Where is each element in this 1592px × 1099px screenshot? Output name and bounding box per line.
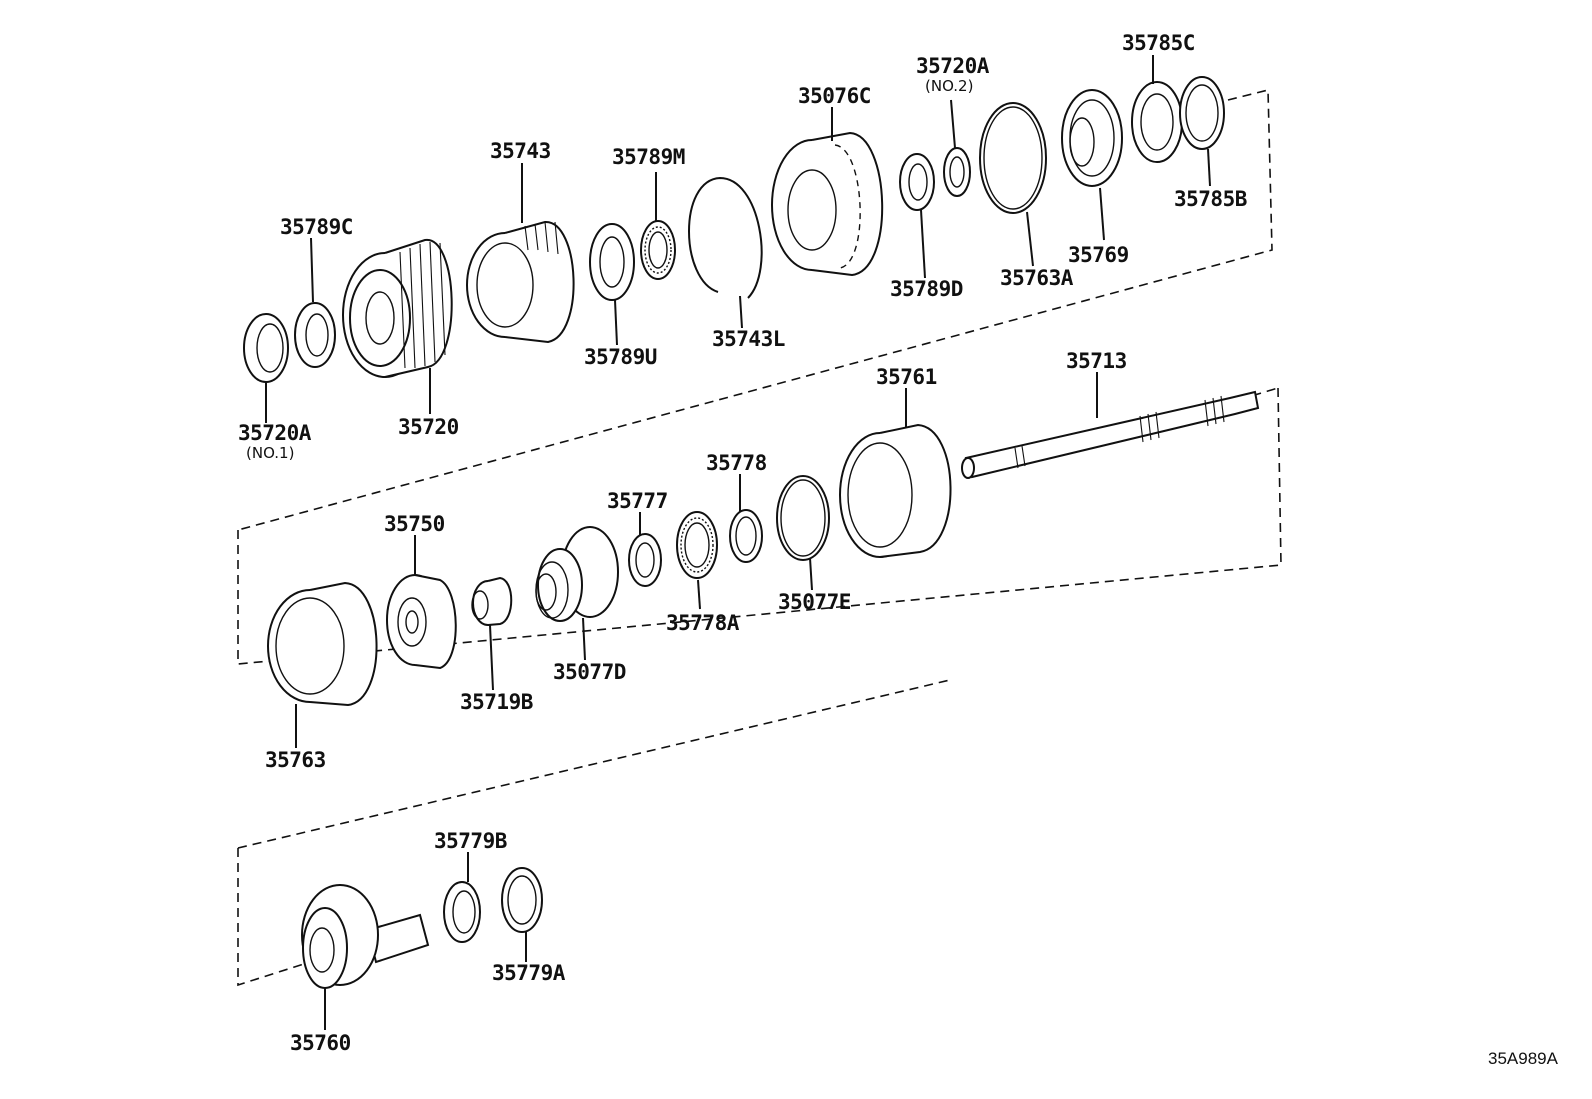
part-35713-drawing [961,390,1260,479]
part-label[interactable]: 35743L [712,327,785,351]
group-boundaries [237,88,1282,987]
part-label[interactable]: 35789C [280,215,353,239]
part-35077E-drawing [776,475,830,561]
part-label[interactable]: 35750 [384,512,445,536]
part-label[interactable]: 35719B [460,690,533,714]
part-35763-drawing [267,581,378,707]
part-label[interactable]: 35779B [434,829,507,853]
part-label[interactable]: 35789M [612,145,685,169]
part-label[interactable]: 35761 [876,365,937,389]
part-note: (NO.1) [246,444,294,462]
part-35769-drawing [1061,89,1123,187]
part-note: (NO.2) [925,77,973,95]
part-label[interactable]: 35077D [553,660,626,684]
part-35789C-drawing [294,302,336,368]
part-labels: 35720A (NO.1) 35789C 35720 35743 35789U … [238,31,1247,1055]
part-35777-drawing [628,533,662,587]
part-label[interactable]: 35720A [916,54,990,78]
part-35785B-drawing [1179,76,1225,150]
part-35076C-drawing [771,131,884,277]
part-35789M-drawing [640,220,676,280]
part-35778-drawing [729,509,763,563]
part-label[interactable]: 35778A [666,611,740,635]
part-35779A-drawing [501,867,543,933]
part-label[interactable]: 35713 [1066,349,1127,373]
part-35720A-no1-drawing [243,313,289,383]
part-35720A-no2-drawing [943,147,971,197]
part-35750-drawing [386,574,457,670]
part-35789U-drawing [589,223,635,301]
part-35761-drawing [839,423,952,558]
part-label[interactable]: 35720 [398,415,459,439]
part-35743-drawing [466,220,575,344]
part-35077D-drawing [535,526,619,622]
part-35719B-drawing [471,576,513,626]
part-35720-drawing [342,238,453,378]
part-label[interactable]: 35763 [265,748,326,772]
part-label[interactable]: 35076C [798,84,871,108]
part-35789D-drawing [899,153,935,211]
part-label[interactable]: 35763A [1000,266,1074,290]
part-label[interactable]: 35778 [706,451,767,475]
part-35743L-drawing [688,176,763,299]
diagram-code: 35A989A [1488,1049,1559,1068]
part-label[interactable]: 35743 [490,139,551,163]
leader-lines [265,55,1211,1030]
part-35760-drawing [301,884,430,989]
part-35779B-drawing [443,881,481,943]
part-35763A-drawing [979,102,1047,214]
part-label[interactable]: 35760 [290,1031,351,1055]
part-label[interactable]: 35789D [890,277,963,301]
part-label[interactable]: 35077E [778,590,851,614]
part-label[interactable]: 35779A [492,961,566,985]
part-label[interactable]: 35785C [1122,31,1195,55]
part-35785C-drawing [1131,81,1183,163]
part-label[interactable]: 35769 [1068,243,1129,267]
part-35778A-drawing [676,511,718,579]
part-label[interactable]: 35777 [607,489,668,513]
part-label[interactable]: 35785B [1174,187,1247,211]
part-label[interactable]: 35789U [584,345,657,369]
part-label[interactable]: 35720A [238,421,312,445]
